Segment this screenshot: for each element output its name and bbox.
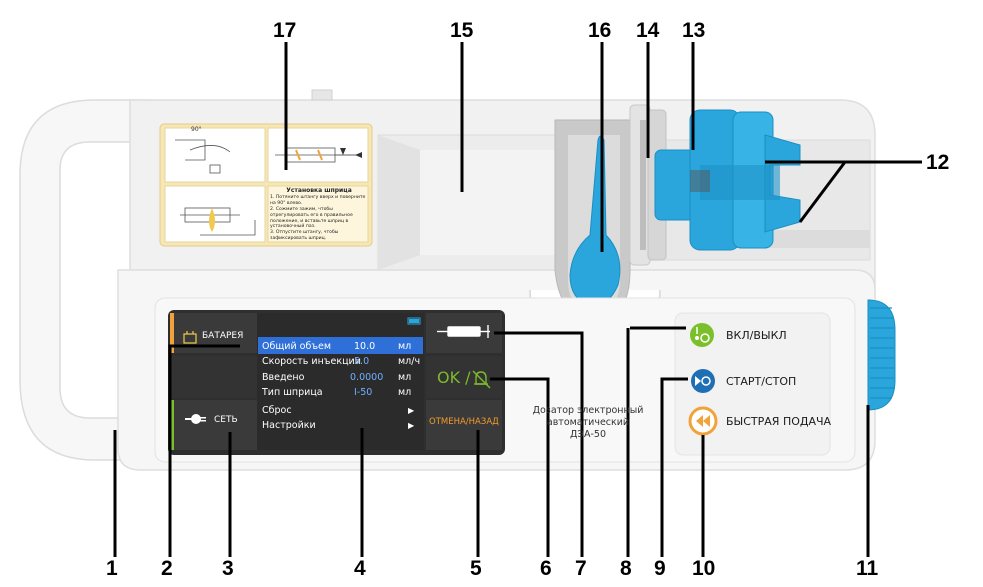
callout-6: 6 <box>540 557 552 580</box>
callout-14: 14 <box>636 19 660 42</box>
menu-row-infused[interactable]: Введено 0.0000 мл <box>258 368 424 387</box>
instruction-line: положение, и вставьте шприц в <box>270 218 349 224</box>
callout-3: 3 <box>222 557 234 580</box>
callout-15: 15 <box>450 19 474 42</box>
battery-stripe <box>170 313 174 353</box>
mains-label: СЕТЬ <box>214 415 238 425</box>
start-stop-button-icon <box>691 369 715 393</box>
instruction-line: на 90° влево. <box>270 200 303 206</box>
device-name-line1: Дозатор электронный <box>532 405 644 416</box>
callout-5: 5 <box>470 557 482 580</box>
adjustment-knob <box>867 299 896 411</box>
device-name: Дозатор электронный автоматический ДЭА-5… <box>528 405 648 441</box>
power-button-label[interactable]: ВКЛ/ВЫКЛ <box>726 329 787 342</box>
callout-1: 1 <box>106 557 118 580</box>
menu-row-total-volume[interactable]: Общий объем 10.0 мл <box>258 337 424 356</box>
row-arrow-icon: ▶ <box>408 421 415 430</box>
menu-row-settings[interactable]: Настройки ▶ <box>258 416 424 435</box>
callout-7: 7 <box>575 557 587 580</box>
lcd-menu: Общий объем 10.0 мл Скорость инъекции 5.… <box>258 337 424 452</box>
syringe-key-icon <box>437 325 490 338</box>
row-value: 5.0 <box>354 356 370 367</box>
row-label: Сброс <box>262 405 292 416</box>
instruction-line: 2. Сожмите зажим, чтобы <box>270 206 333 212</box>
row-arrow-icon: ▶ <box>408 406 415 415</box>
row-unit: мл/ч <box>398 356 421 367</box>
selected-row-bg <box>258 337 423 354</box>
callout-16: 16 <box>588 19 612 42</box>
row-value: 10.0 <box>354 341 376 352</box>
cancel-back-button[interactable]: ОТМЕНА/НАЗАД <box>429 417 499 427</box>
ok-button[interactable]: OK / <box>437 368 471 387</box>
start-stop-button-label[interactable]: СТАРТ/СТОП <box>726 375 797 388</box>
callout-8: 8 <box>620 557 632 580</box>
menu-row-rate[interactable]: Скорость инъекции 5.0 мл/ч <box>258 352 424 371</box>
instruction-line: установочный паз. <box>270 224 316 230</box>
lcd-screen <box>257 313 424 450</box>
instruction-line: отрегулировать его в правильное <box>270 212 353 218</box>
plug-icon <box>185 414 206 424</box>
row-label: Настройки <box>262 420 316 431</box>
battery-label: БАТАРЕЯ <box>202 331 244 341</box>
bolus-button-label[interactable]: БЫСТРАЯ ПОДАЧА <box>726 415 832 428</box>
carry-handle <box>19 99 151 461</box>
callout-12: 12 <box>926 151 950 174</box>
callout-17: 17 <box>273 19 297 42</box>
instruction-text: Установка шприца 1. Потяните штангу ввер… <box>270 188 368 242</box>
instruction-line: 3. Отпустите штангу, чтобы <box>270 230 339 236</box>
device-name-line2: автоматический ДЭА-50 <box>546 417 630 440</box>
callout-leaders <box>113 42 922 557</box>
row-value: I-50 <box>354 387 373 398</box>
callout-11: 11 <box>856 557 879 580</box>
row-unit: мл <box>398 341 412 352</box>
callout-4: 4 <box>354 557 366 580</box>
row-label: Общий объем <box>262 341 332 352</box>
row-label: Скорость инъекции <box>262 356 361 367</box>
instruction-line: зафиксировать шприц. <box>270 236 327 242</box>
instruction-title: Установка шприца <box>286 187 352 194</box>
bolus-button-icon <box>688 406 718 436</box>
callout-9: 9 <box>654 557 666 580</box>
callout-13: 13 <box>682 19 706 42</box>
mains-stripe <box>170 400 174 450</box>
row-value: 0.0000 <box>350 372 384 383</box>
menu-row-syringe-type[interactable]: Тип шприца I-50 мл <box>258 383 424 402</box>
power-button-icon <box>690 323 714 347</box>
callout-10: 10 <box>692 557 716 580</box>
instruction-line: 1. Потяните штангу вверх и поверните <box>270 194 366 200</box>
row-unit: мл <box>398 387 412 398</box>
menu-row-reset[interactable]: Сброс ▶ <box>258 401 424 420</box>
row-label: Тип шприца <box>262 387 323 398</box>
battery-icon <box>183 331 197 344</box>
alarm-mute-icon <box>472 370 491 389</box>
row-label: Введено <box>262 372 305 383</box>
row-unit: мл <box>398 372 412 383</box>
callout-2: 2 <box>161 557 173 580</box>
instruction-angle: 90° <box>191 126 202 133</box>
